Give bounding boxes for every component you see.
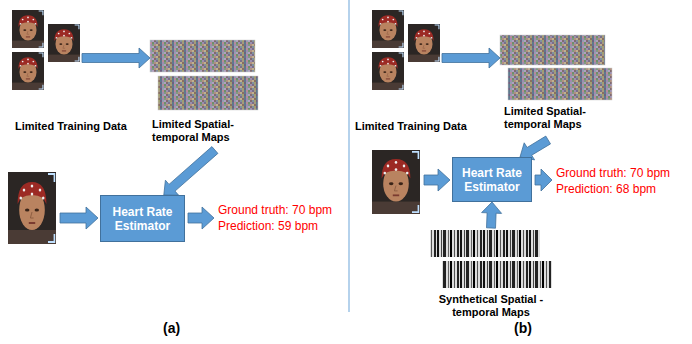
image-group: Limited Training Data xyxy=(370,8,442,92)
face-frame xyxy=(12,10,44,48)
input-arrow xyxy=(60,207,98,229)
image-caption: Limited Spatial- temporal Maps xyxy=(152,118,256,144)
image-group: Synthetical Spatial -temporal Maps xyxy=(430,228,552,290)
face-frame xyxy=(48,24,80,62)
result-text: Prediction: 59 bpm xyxy=(218,219,318,234)
flow-arrow xyxy=(442,48,500,68)
test-face xyxy=(372,150,420,214)
image-caption: Limited Training Data xyxy=(15,120,127,133)
image-group: Limited Training Data xyxy=(10,8,82,92)
result-text: Ground truth: 70 bpm xyxy=(218,203,332,218)
process-box: Heart Rate Estimator xyxy=(452,157,532,202)
panel-divider xyxy=(348,0,350,312)
input-arrow xyxy=(424,169,450,191)
feature-map xyxy=(508,68,612,100)
panel-label: (b) xyxy=(514,320,532,337)
flow-arrow xyxy=(82,48,150,68)
feature-map xyxy=(158,76,258,110)
process-box: Heart Rate Estimator xyxy=(100,195,185,242)
image-caption: Limited Spatial- temporal Maps xyxy=(504,105,608,131)
image-caption: Synthetical Spatial -temporal Maps xyxy=(430,293,552,319)
box-label: Heart Rate Estimator xyxy=(107,205,178,233)
face-frame xyxy=(408,24,440,62)
synthetic-map xyxy=(442,261,552,288)
output-arrow xyxy=(188,207,214,229)
output-arrow xyxy=(535,169,552,191)
panel-label: (a) xyxy=(163,320,180,337)
result-text: Ground truth: 70 bpm xyxy=(556,166,670,181)
flow-arrow xyxy=(482,202,502,228)
feature-map xyxy=(500,35,605,65)
synthetic-map xyxy=(430,230,540,257)
image-group: Limited Spatial- temporal Maps xyxy=(150,40,260,150)
face-frame xyxy=(372,52,404,90)
image-caption: Limited Training Data xyxy=(355,120,467,133)
flow-arrow xyxy=(164,147,218,196)
image-group: Limited Spatial- temporal Maps xyxy=(500,35,612,140)
feature-map xyxy=(150,40,255,72)
face-frame xyxy=(12,52,44,90)
test-face xyxy=(8,172,56,244)
box-label: Heart Rate Estimator xyxy=(459,166,525,194)
result-text: Prediction: 68 bpm xyxy=(556,182,656,197)
face-frame xyxy=(372,10,404,48)
